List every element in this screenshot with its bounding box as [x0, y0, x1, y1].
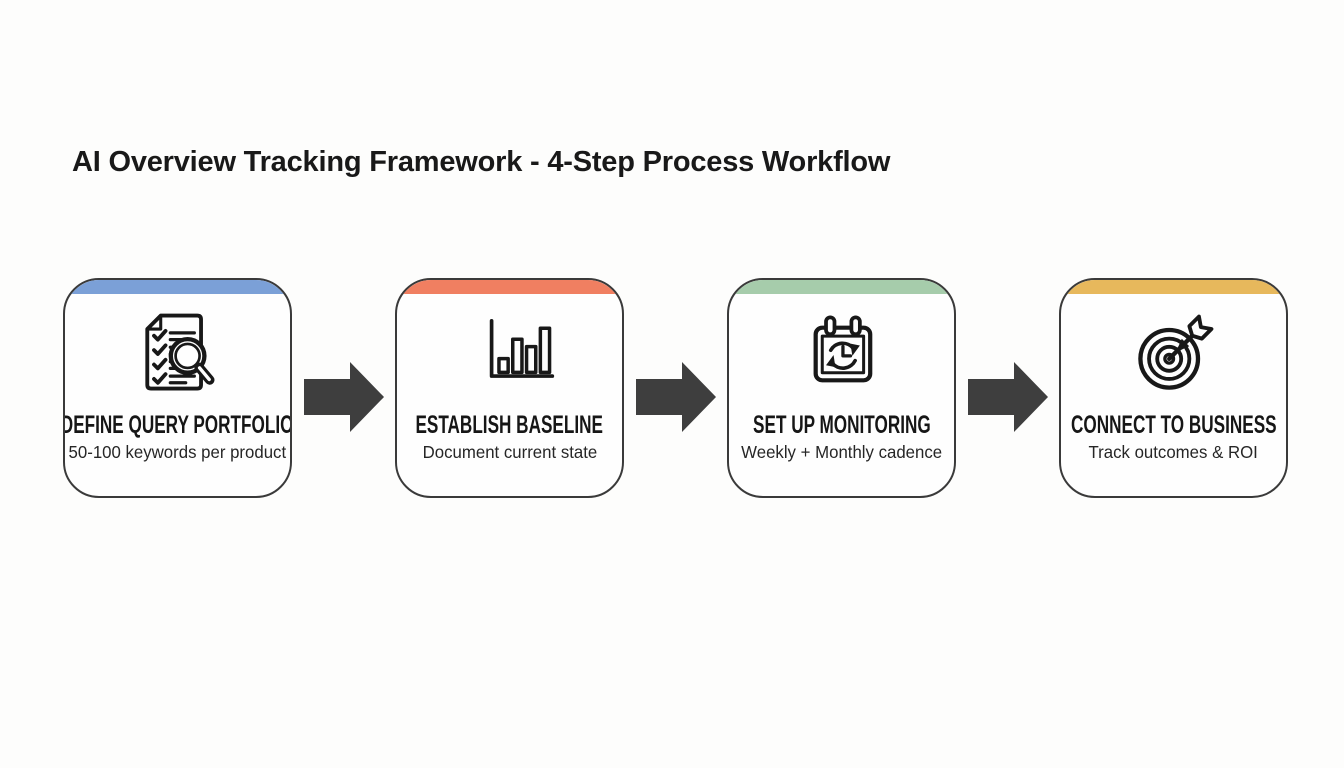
- step-subtitle: 50-100 keywords per product: [68, 442, 287, 462]
- flow-arrow-icon: [292, 278, 395, 498]
- step-title: ESTABLISH BASELINE: [415, 410, 604, 439]
- step-title: SET UP MONITORING: [752, 410, 931, 439]
- step-subtitle: Track outcomes & ROI: [1088, 442, 1259, 462]
- step-title: DEFINE QUERY PORTFOLIO: [63, 410, 292, 439]
- flow-arrow-icon: [956, 278, 1059, 498]
- step-card-define-query-portfolio: DEFINE QUERY PORTFOLIO 50-100 keywords p…: [63, 278, 292, 498]
- accent-bar: [1061, 280, 1286, 294]
- step-card-set-up-monitoring: SET UP MONITORING Weekly + Monthly caden…: [727, 278, 956, 498]
- step-subtitle: Document current state: [422, 442, 597, 462]
- accent-bar: [729, 280, 954, 294]
- calendar-sync-icon: [795, 306, 889, 402]
- flow-arrow-icon: [624, 278, 727, 498]
- checklist-magnifier-icon: [130, 306, 226, 402]
- page-title: AI Overview Tracking Framework - 4-Step …: [72, 146, 891, 178]
- step-subtitle: Weekly + Monthly cadence: [741, 442, 942, 462]
- step-card-connect-to-business: CONNECT TO BUSINESS Track outcomes & ROI: [1059, 278, 1288, 498]
- target-arrow-icon: [1126, 306, 1222, 402]
- bar-chart-icon: [464, 306, 556, 402]
- step-title: CONNECT TO BUSINESS: [1070, 410, 1277, 439]
- process-flow: DEFINE QUERY PORTFOLIO 50-100 keywords p…: [63, 278, 1288, 498]
- step-card-establish-baseline: ESTABLISH BASELINE Document current stat…: [395, 278, 624, 498]
- accent-bar: [397, 280, 622, 294]
- accent-bar: [65, 280, 290, 294]
